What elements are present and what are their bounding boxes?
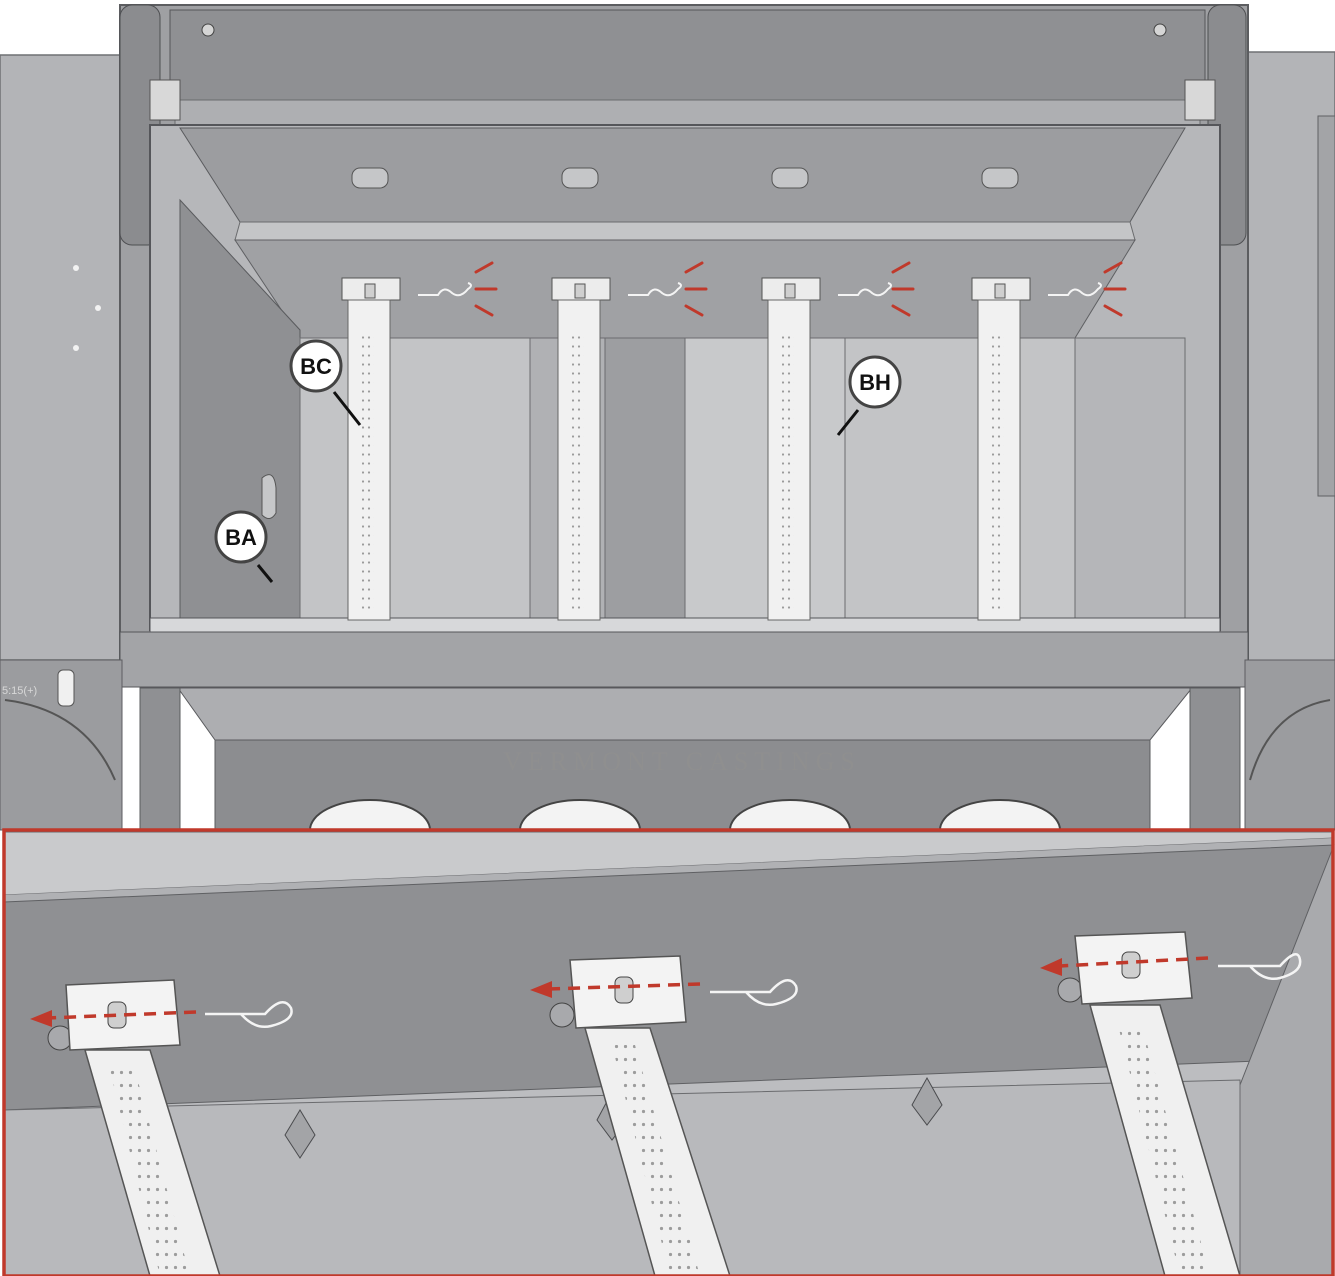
lid-underside — [170, 10, 1205, 102]
callout-ba-label: BA — [225, 525, 257, 550]
left-side-shelf — [0, 55, 122, 660]
detail-inset — [4, 830, 1334, 1276]
side-stamp: 5:15(+) — [2, 685, 37, 697]
grill-firebox-overview: 5:15(+) VERMONT CASTINGS BC BH BA — [0, 5, 1335, 860]
callout-bc-label: BC — [300, 354, 332, 379]
callout-bh-label: BH — [859, 370, 891, 395]
brand-text: VERMONT CASTINGS — [503, 747, 861, 776]
